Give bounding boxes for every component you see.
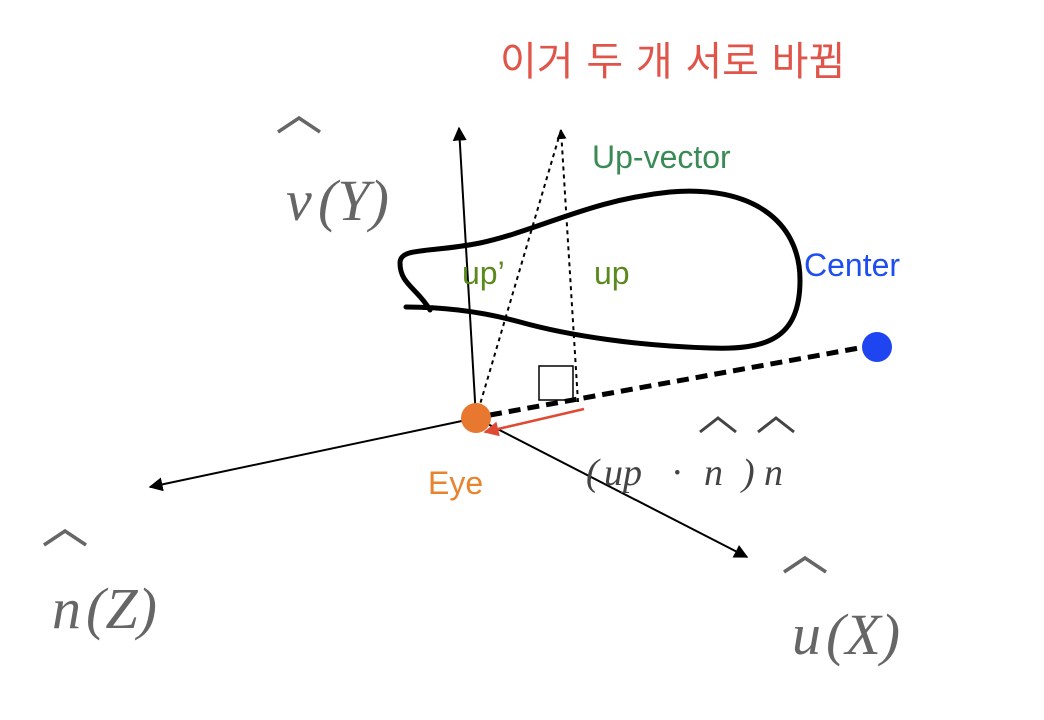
v-hat [277, 115, 321, 134]
eye-label: Eye [428, 465, 483, 501]
center-label: Center [804, 247, 900, 283]
formula-open-paren: ( [586, 452, 601, 494]
formula-n1: n [704, 452, 723, 494]
right-angle-marker [538, 365, 574, 401]
n-axis-letter: n [52, 576, 81, 641]
n-axis-paren: (Z) [86, 576, 157, 641]
center-point [862, 332, 892, 362]
v-axis-label: v (Y) [277, 115, 389, 233]
v-axis-line [452, 126, 477, 419]
v-axis-paren: (Y) [318, 168, 389, 233]
n-axis-line [148, 417, 477, 492]
formula-dot: · [672, 452, 682, 494]
up-dotted-line [556, 129, 579, 403]
formula-close-paren: ) [740, 452, 755, 494]
up-prime-label: up’ [462, 255, 505, 291]
annotation-text: 이거 두 개 서로 바뀜 [500, 39, 845, 85]
n-axis-label: n (Z) [43, 528, 157, 641]
projection-formula: ( up · n ) n [586, 416, 795, 494]
eye-point [461, 403, 491, 433]
n-hat [43, 528, 87, 547]
u-axis-paren: (X) [826, 602, 900, 667]
formula-hat-1 [699, 416, 737, 434]
u-axis-letter: u [792, 602, 821, 667]
formula-n2: n [764, 452, 783, 494]
up-vector-label: Up-vector [592, 139, 731, 175]
formula-hat-2 [757, 416, 795, 434]
v-axis-letter: v [286, 168, 312, 233]
u-axis-label: u (X) [783, 555, 900, 667]
u-hat [783, 555, 827, 574]
projection-arrow [483, 407, 585, 437]
formula-up: up [604, 452, 642, 494]
view-direction-dashed-line [489, 343, 871, 418]
object-outline [397, 188, 803, 351]
u-axis-line [475, 417, 749, 558]
up-prime-dotted-line [475, 129, 562, 419]
up-label: up [594, 255, 630, 291]
